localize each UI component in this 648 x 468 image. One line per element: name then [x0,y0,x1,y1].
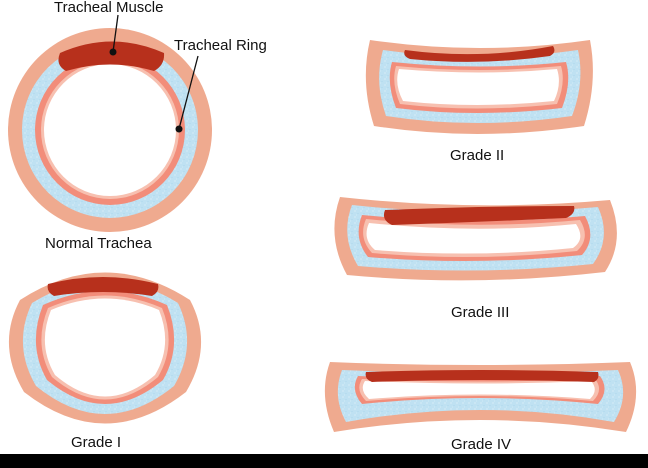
grade1-tracheal-muscle [47,277,159,296]
tracheal-ring-label: Tracheal Ring [174,37,267,54]
grade1-figure [8,272,202,424]
muscle-leader-dot [109,48,117,56]
grade4-lumen [362,381,595,399]
grade4-tracheal-muscle [365,370,599,382]
grade2-label: Grade II [450,147,504,164]
grade3-lumen [366,223,581,254]
grade3-label: Grade III [451,304,509,321]
grade4-label: Grade IV [451,436,511,453]
ring-leader-dot [175,125,183,133]
normal-lumen [44,64,176,196]
grade2-tracheal-muscle [404,46,555,62]
bottom-black-bar [0,454,648,468]
grade3-figure [334,197,617,281]
normal-trachea-label: Normal Trachea [45,235,152,252]
grade2-lumen [397,69,559,105]
normal-tracheal-muscle [58,41,165,71]
ring-leader-line [178,55,199,130]
grade2-figure [365,40,593,134]
muscle-leader-line [112,14,119,53]
grade4-figure [324,362,637,432]
normal-trachea-figure [8,28,212,232]
grade1-lumen [44,298,166,397]
tracheal-muscle-label: Tracheal Muscle [54,0,163,16]
grade1-label: Grade I [71,434,121,451]
grade3-tracheal-muscle [383,206,575,225]
